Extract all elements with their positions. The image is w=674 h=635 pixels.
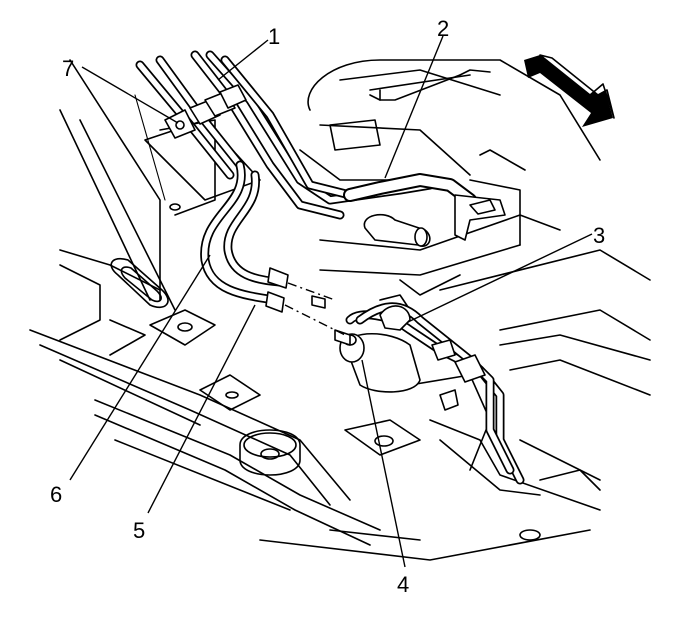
leader-lines bbox=[69, 35, 593, 568]
callout-1: 1 bbox=[268, 24, 280, 49]
callout-5: 5 bbox=[133, 518, 145, 543]
fuel-filter bbox=[334, 329, 421, 393]
callout-7: 7 bbox=[62, 56, 74, 81]
callouts: 1 2 3 4 5 6 7 bbox=[50, 16, 605, 597]
callout-2: 2 bbox=[437, 16, 449, 41]
callout-6: 6 bbox=[50, 482, 62, 507]
direction-arrow-icon bbox=[524, 54, 615, 127]
assembly-line bbox=[284, 282, 346, 336]
floor-pan bbox=[29, 59, 651, 561]
callout-4: 4 bbox=[397, 572, 409, 597]
bracket-clip bbox=[164, 84, 247, 139]
callout-3: 3 bbox=[593, 223, 605, 248]
